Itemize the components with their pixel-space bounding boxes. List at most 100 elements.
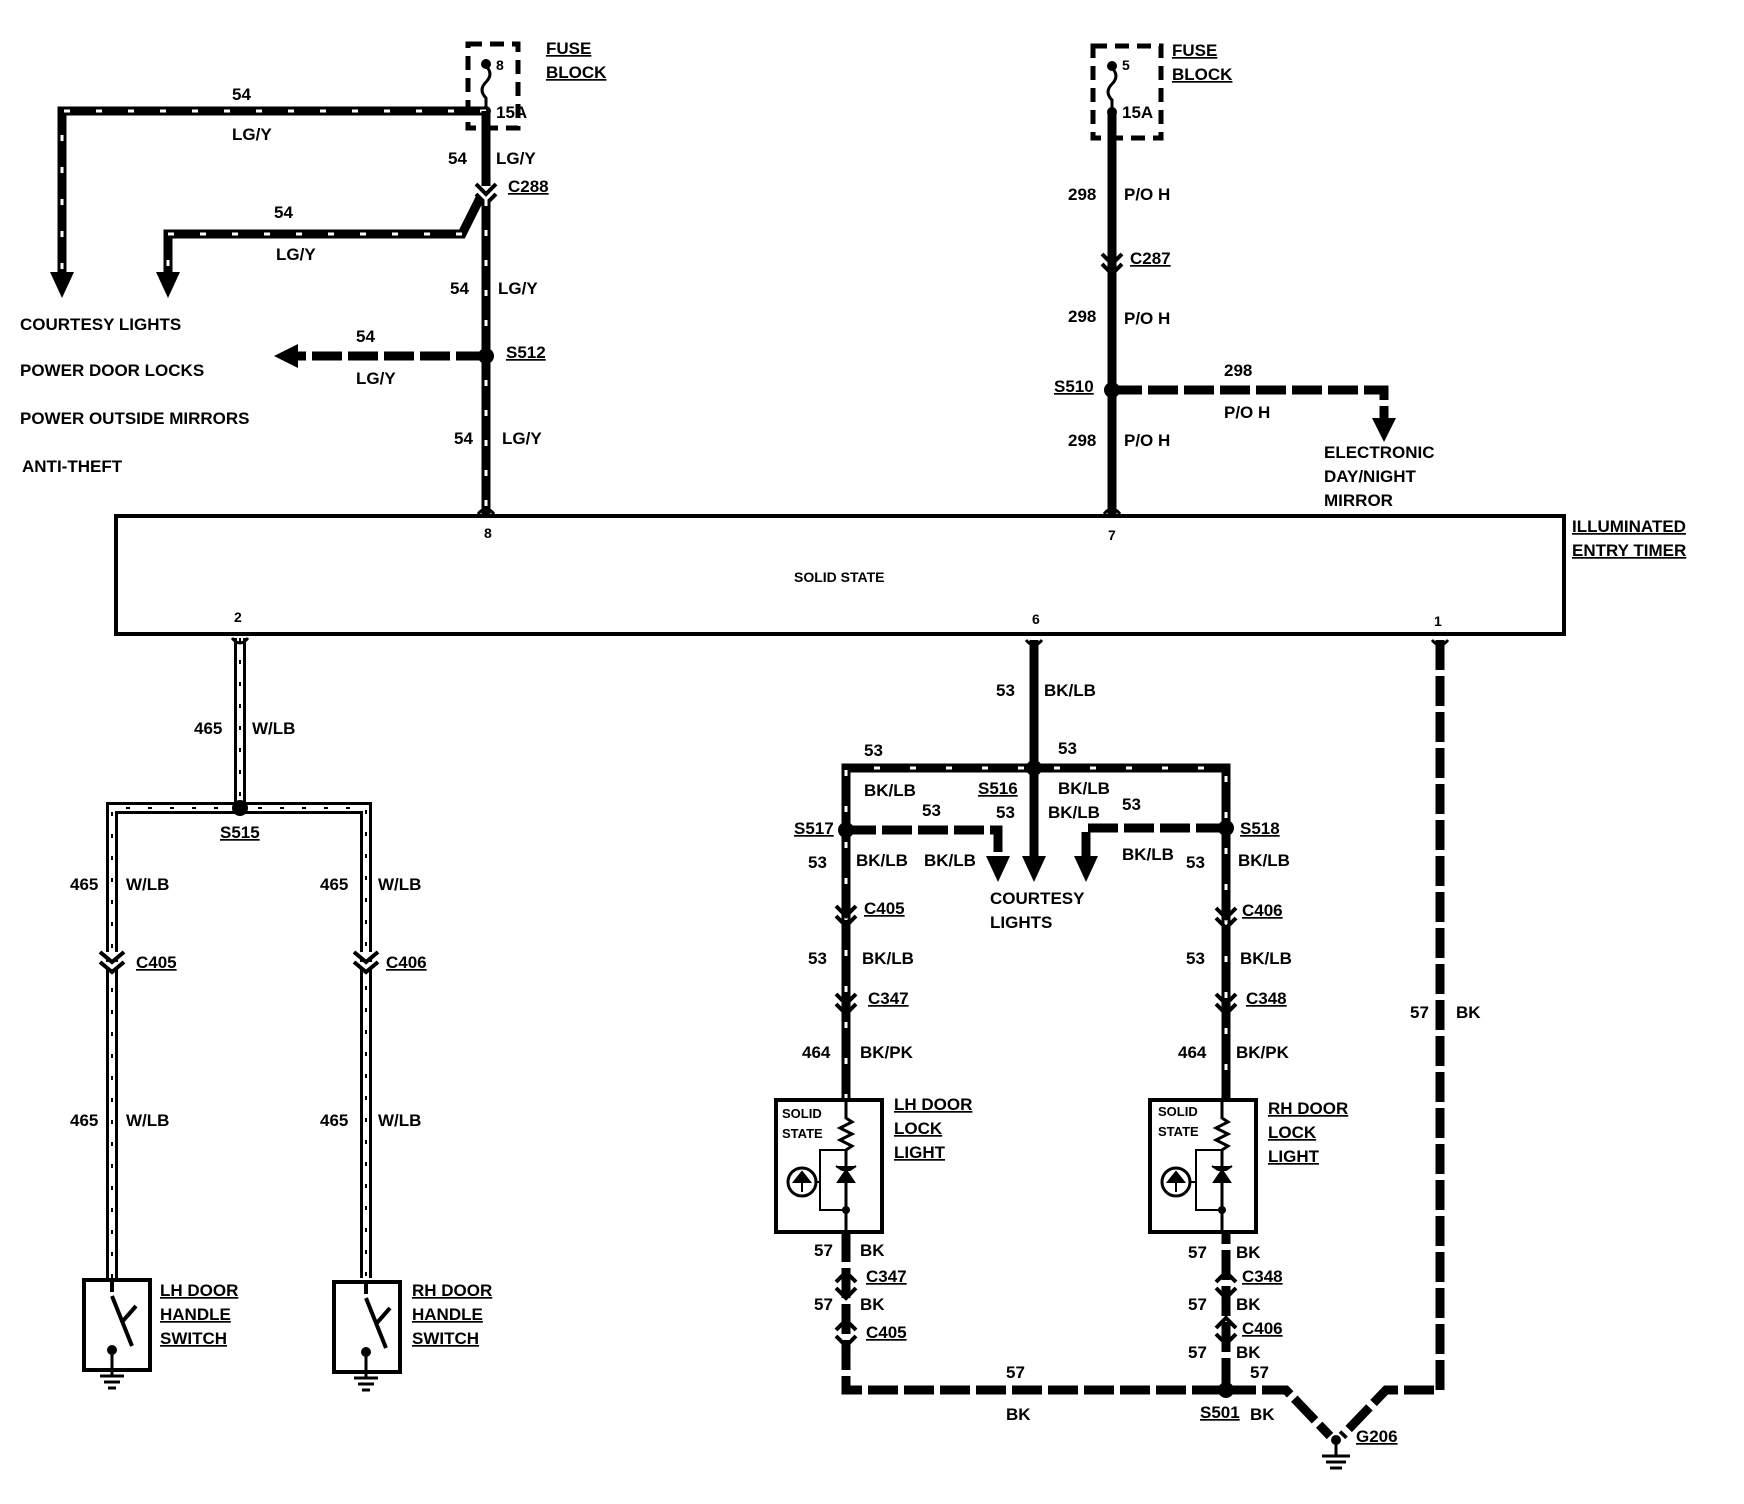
- rh-lock-lamp-inner: [1165, 1170, 1187, 1192]
- rh-lock-solid-1: SOLID: [1158, 1104, 1198, 1119]
- label-465-lh2-num: 465: [70, 1111, 98, 1130]
- connector-c406-bottom-symbol: [1214, 1315, 1238, 1347]
- splice-s512-dot: [478, 348, 494, 364]
- label-298-branch-num: 298: [1224, 361, 1252, 380]
- label-53-s517-branch-color: BK/LB: [924, 851, 976, 870]
- fuse-right-terminal-top: [1107, 61, 1117, 71]
- rh-lock-wiring: [1190, 1149, 1222, 1211]
- wire-53-arrow-3: [1074, 856, 1098, 882]
- splice-s515-label: S515: [220, 823, 260, 842]
- circuit-57: [834, 639, 1450, 1470]
- wire-57-s501-ground: [1226, 1385, 1334, 1440]
- label-298-3-color: P/O H: [1124, 431, 1170, 450]
- pin-7-hook: [1102, 507, 1122, 515]
- label-465-rh1-color: W/LB: [378, 875, 421, 894]
- lh-door-handle-switch: [82, 1278, 152, 1390]
- label-53-lh2-color: BK/LB: [862, 949, 914, 968]
- label-465-top-color: W/LB: [252, 719, 295, 738]
- module-title-1: ILLUMINATED: [1572, 517, 1686, 536]
- label-54-branch-num: 54: [274, 203, 293, 222]
- rh-door-handle-switch: [332, 1280, 402, 1392]
- wire-54-branch-stripe: [166, 232, 462, 272]
- connector-c348-bottom-label: C348: [1242, 1267, 1283, 1286]
- splice-s516-dot: [1026, 760, 1042, 776]
- rh-lock-resistor-icon: [1212, 1100, 1232, 1232]
- connector-c406-left-symbol: [352, 950, 380, 975]
- label-53-bus-left-num: 53: [864, 741, 883, 760]
- label-53-rh2-num: 53: [1186, 949, 1205, 968]
- label-57-rh3-num: 57: [1188, 1343, 1207, 1362]
- pin-8-hook: [476, 507, 496, 515]
- pin-2-hook: [230, 637, 250, 645]
- label-54-fuse-color: LG/Y: [496, 149, 536, 168]
- module-pin-6: 6: [1032, 611, 1040, 627]
- connector-c406-right-symbol: [1214, 906, 1238, 931]
- connector-c288-label: C288: [508, 177, 549, 196]
- fuse-left-number: 8: [496, 57, 504, 73]
- wire-54-arrow-1: [50, 272, 74, 298]
- rh-switch-ground-icon: [354, 1352, 378, 1392]
- label-298-3-num: 298: [1068, 431, 1096, 450]
- connector-c406-right-label: C406: [1242, 901, 1283, 920]
- label-464-lh-num: 464: [802, 1043, 831, 1062]
- splice-s512-label: S512: [506, 343, 546, 362]
- ground-g206-icon: [1322, 1440, 1350, 1470]
- connector-c405-bottom-symbol: [834, 1317, 858, 1349]
- wire-298-arrow: [1372, 418, 1396, 442]
- label-465-lh2-color: W/LB: [126, 1111, 169, 1130]
- connector-c347-bottom-label: C347: [866, 1267, 907, 1286]
- fuse-right-rating: 15A: [1122, 103, 1153, 122]
- connector-c405-left-label: C405: [136, 953, 177, 972]
- rh-lock-box: [1148, 1098, 1258, 1234]
- load-power-door-locks: POWER DOOR LOCKS: [20, 361, 204, 380]
- label-57-pin1-color: BK: [1456, 1003, 1481, 1022]
- wire-57-lh: [841, 1232, 1231, 1395]
- label-465-rh2-num: 465: [320, 1111, 348, 1130]
- module-box: [114, 514, 1566, 636]
- label-464-rh-color: BK/PK: [1236, 1043, 1290, 1062]
- rh-switch-label-3: SWITCH: [412, 1329, 479, 1348]
- label-298-2-num: 298: [1068, 307, 1096, 326]
- label-53-lh2-num: 53: [808, 949, 827, 968]
- illuminated-entry-timer-module: SOLID STATE 8 7 2 6 1: [114, 514, 1566, 636]
- label-298-1-color: P/O H: [1124, 185, 1170, 204]
- courtesy-label-1: COURTESY: [990, 889, 1085, 908]
- label-465-rh1-num: 465: [320, 875, 348, 894]
- lh-switch-box: [82, 1278, 152, 1372]
- label-57-rh3-color: BK: [1236, 1343, 1261, 1362]
- label-465-lh1-num: 465: [70, 875, 98, 894]
- fuse-block-right-box: [1090, 43, 1164, 141]
- label-57-ground-color: BK: [1250, 1405, 1275, 1424]
- splice-s517-dot: [838, 822, 854, 838]
- label-53-s518-branch-num: 53: [1122, 795, 1141, 814]
- label-53-bus-right-color-2: BK/LB: [1048, 803, 1100, 822]
- connector-c405-left-symbol: [98, 950, 126, 975]
- rh-switch-ground-dot: [361, 1347, 371, 1357]
- connector-c406-bottom-label: C406: [1242, 1319, 1283, 1338]
- rh-lock-zener-icon: [1211, 1165, 1233, 1183]
- fuse-right-element: [1106, 66, 1118, 112]
- label-53-s518-branch-color: BK/LB: [1122, 845, 1174, 864]
- label-298-branch-color: P/O H: [1224, 403, 1270, 422]
- label-57-rh1-color: BK: [1236, 1243, 1261, 1262]
- label-464-rh-num: 464: [1178, 1043, 1207, 1062]
- module-title-2: ENTRY TIMER: [1572, 541, 1686, 560]
- label-57-bus-color: BK: [1006, 1405, 1031, 1424]
- module-pin-1: 1: [1434, 613, 1442, 629]
- label-54-mid-color: LG/Y: [498, 279, 538, 298]
- connector-c406-left-label: C406: [386, 953, 427, 972]
- label-57-lh2-num: 57: [814, 1295, 833, 1314]
- wire-53-s517-branch: [846, 825, 1003, 856]
- label-53-pin6-num: 53: [996, 681, 1015, 700]
- label-54-fuse-num: 54: [448, 149, 467, 168]
- label-57-pin1-num: 57: [1410, 1003, 1429, 1022]
- lh-switch-label-3: SWITCH: [160, 1329, 227, 1348]
- splice-s518-label: S518: [1240, 819, 1280, 838]
- label-53-rh2-color: BK/LB: [1240, 949, 1292, 968]
- circuit-465: [98, 637, 380, 1278]
- connector-c348-bottom-symbol: [1214, 1269, 1238, 1301]
- ground-g206-dot: [1331, 1435, 1341, 1445]
- lh-lock-wiring: [816, 1149, 846, 1211]
- load-power-outside-mirrors: POWER OUTSIDE MIRRORS: [20, 409, 250, 428]
- ground-g206-label: G206: [1356, 1427, 1398, 1446]
